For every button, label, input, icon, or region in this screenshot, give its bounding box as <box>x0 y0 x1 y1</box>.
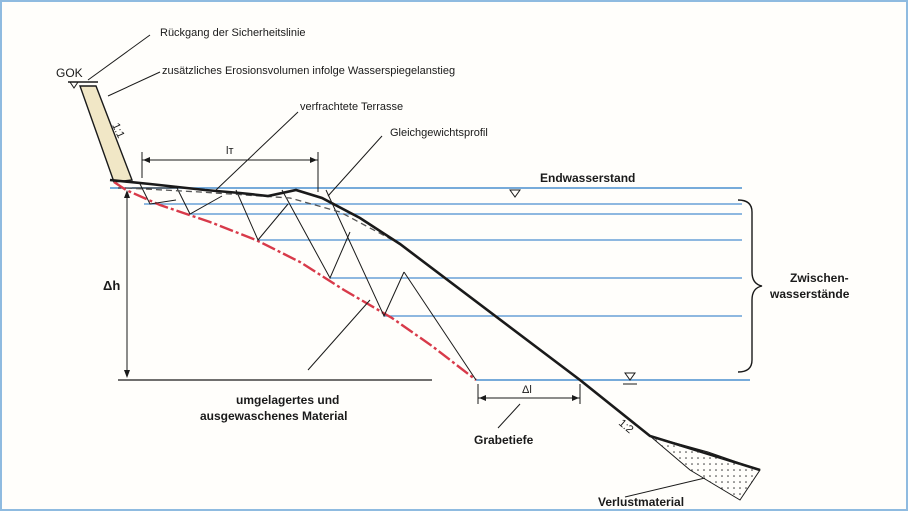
grabetiefe-label: Grabetiefe <box>474 433 534 447</box>
rueckgang-label: Rückgang der Sicherheitslinie <box>160 27 306 39</box>
zwischen-label-1: Zwischen- <box>790 271 849 285</box>
grabetiefe-leader <box>497 403 521 429</box>
terrace-step-4 <box>281 189 351 280</box>
rueckgang-leader <box>87 34 151 81</box>
final-profile <box>109 178 761 472</box>
delta-h-arrow-top <box>124 190 130 198</box>
terrace-step-2 <box>175 185 223 215</box>
delta-l-arrow-left <box>479 395 486 401</box>
terrasse-leader <box>215 111 299 191</box>
lower-profile-step <box>403 271 477 381</box>
bottom-water-marker-icon <box>624 372 636 381</box>
terrace-step-1 <box>139 183 177 205</box>
terrace-step-5 <box>325 189 405 318</box>
lt-arrow-left <box>143 157 150 163</box>
terrasse-label: verfrachtete Terrasse <box>300 101 403 113</box>
lt-label: lт <box>226 145 233 157</box>
gleichgewicht-leader <box>327 135 383 197</box>
verlust-label: Verlustmaterial <box>598 495 684 509</box>
endwasser-label: Endwasserstand <box>540 171 635 185</box>
umgelagert-label-2: ausgewaschenes Material <box>200 409 347 423</box>
zwischen-brace <box>737 199 763 373</box>
erosion-leader <box>107 71 161 97</box>
gok-marker-icon <box>69 81 79 89</box>
terrace-step-3 <box>235 189 289 241</box>
umgelagert-leader <box>307 299 371 371</box>
lt-arrow-right <box>310 157 317 163</box>
erosion-volume-wedge <box>79 85 133 183</box>
delta-l-arrow-right <box>572 395 579 401</box>
delta-h-arrow-bottom <box>124 370 130 378</box>
zwischen-label-2: wasserstände <box>769 287 850 301</box>
endwasser-marker-icon <box>509 189 521 198</box>
umgelagert-label-1: umgelagertes und <box>236 393 339 407</box>
equilibrium-profile-dashed <box>125 187 401 245</box>
erosion-label: zusätzliches Erosionsvolumen infolge Was… <box>162 65 455 77</box>
slope-lower-label: 1:2 <box>616 417 635 436</box>
delta-l-label: Δl <box>522 384 532 396</box>
verlust-leader <box>624 477 706 498</box>
delta-h-label: Δh <box>103 278 120 293</box>
original-profile-red <box>113 181 477 381</box>
gleichgewicht-label: Gleichgewichtsprofil <box>390 127 488 139</box>
verlust-material-deposit <box>649 435 761 501</box>
slope-upper-label: 1:1 <box>109 121 126 140</box>
gok-label: GOK <box>56 66 83 80</box>
